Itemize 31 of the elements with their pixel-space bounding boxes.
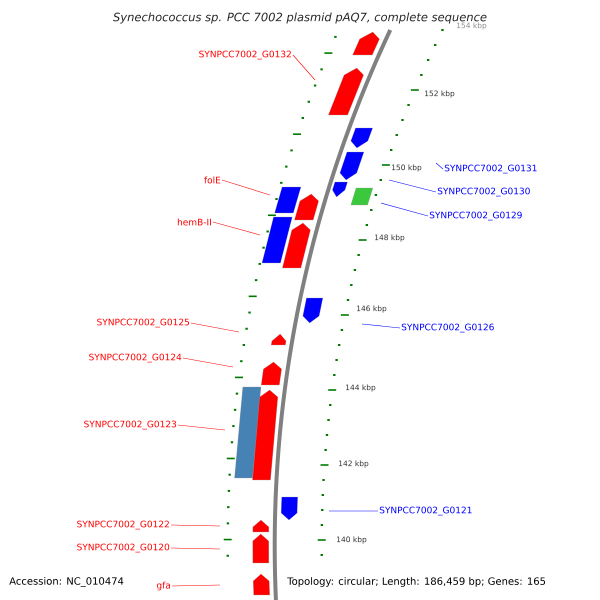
leader-line: [178, 424, 226, 430]
gene-label: SYNPCC7002_G0131: [444, 164, 537, 174]
leader-line: [388, 180, 436, 192]
gene-label: SYNPCC7002_G0126: [402, 324, 494, 332]
title: Synechococcus sp. PCC 7002 plasmid pAQ7, complete sequence: [113, 12, 486, 24]
leader-line: [380, 202, 428, 216]
gene-label: folE: [204, 176, 220, 184]
gene-label: SYNPCC7002_G0121: [380, 506, 472, 516]
topology-text: Topology: circular; Length: 186,459 bp; Genes: 165: [287, 577, 546, 587]
leader-line: [212, 222, 260, 236]
gene-label: SYNPCC7002_G0129: [430, 212, 522, 220]
leader-line: [190, 322, 240, 332]
leader-line: [182, 358, 234, 368]
leader-line: [292, 54, 316, 80]
leader-line: [362, 324, 400, 328]
leader-line: [222, 180, 270, 196]
gene-label: SYNPCC7002_G0124: [89, 354, 182, 362]
gene-label: SYNPCC7002_G0120: [77, 544, 170, 552]
gene-label: hemB-II: [178, 218, 211, 226]
leader-line: [436, 162, 444, 170]
leader-line: [170, 524, 220, 526]
leader-line: [172, 584, 220, 586]
gene-label: SYNPCC7002_G0123: [84, 420, 176, 430]
gene-label: SYNPCC7002_G0122: [77, 520, 169, 530]
leader-line: [328, 510, 378, 512]
leader-line: [170, 548, 220, 550]
gene-label: SYNPCC7002_G0125: [97, 318, 189, 328]
accession-text: Accession: NC_010474: [9, 577, 124, 587]
gene-label: SYNPCC7002_G0130: [438, 188, 530, 196]
gene-label: SYNPCC7002_G0132: [199, 50, 291, 60]
gene-label: gfa: [156, 582, 170, 590]
